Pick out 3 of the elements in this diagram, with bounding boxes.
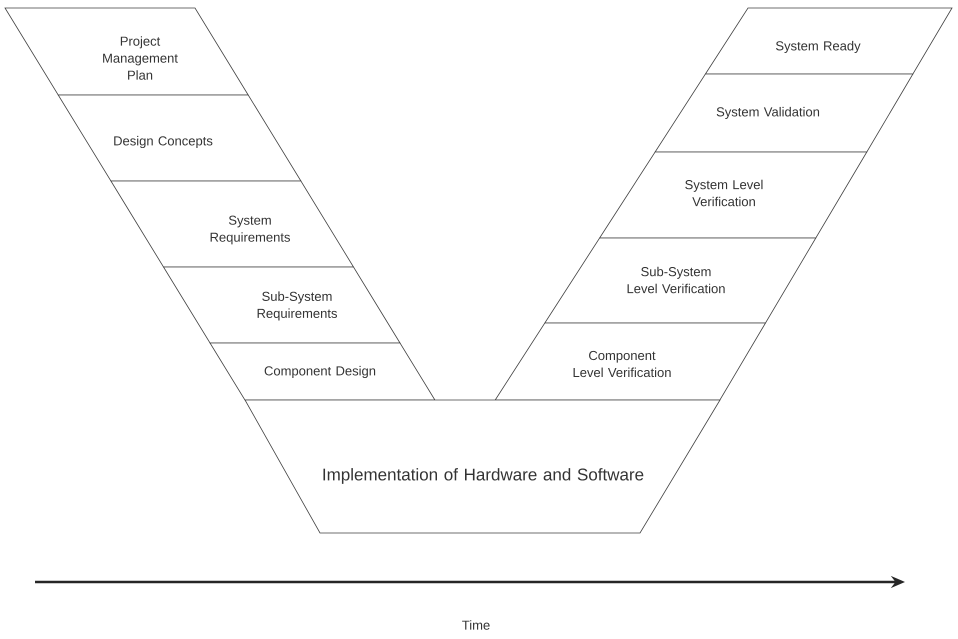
axis-label: Time	[462, 620, 490, 630]
process-band: Design Concepts	[58, 94, 302, 182]
process-band: Sub-System Level Verification	[544, 238, 816, 324]
